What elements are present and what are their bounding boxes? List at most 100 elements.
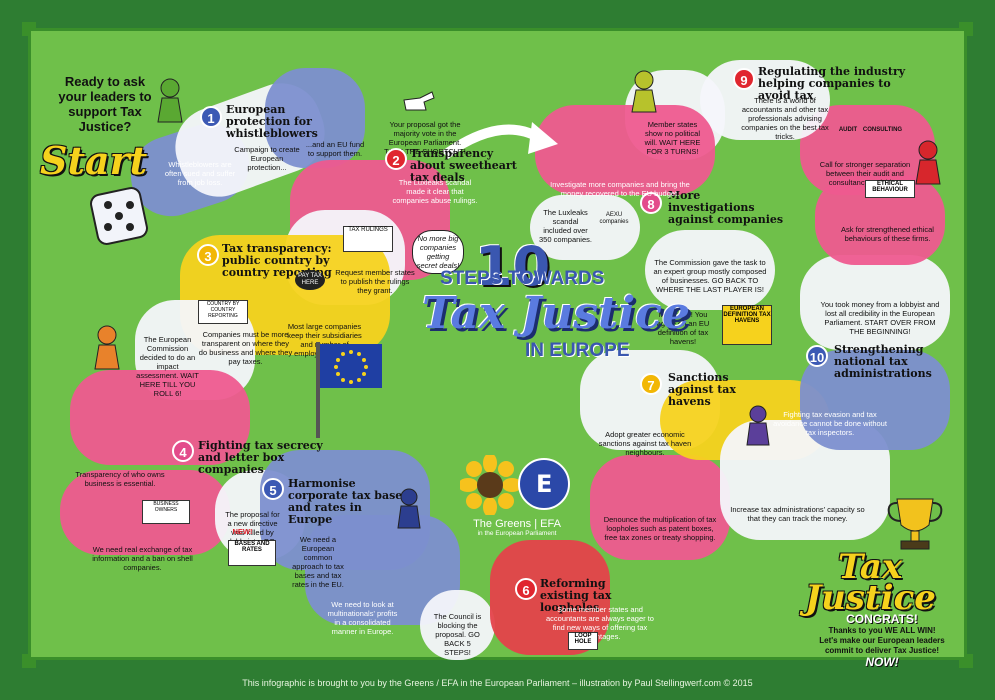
- tax-havens-book-icon: EUROPEAN DEFINITION TAX HAVENS: [722, 305, 772, 345]
- step-5-caption-a: We need a European common approach to ta…: [292, 535, 344, 589]
- loophole-sign: LOOP HOLE: [568, 632, 598, 650]
- expert-group-caption: The Commission gave the task to an exper…: [653, 258, 767, 294]
- ethical-behaviour-label: ETHICAL BEHAVIOUR: [872, 181, 908, 193]
- step-4-title: Fighting tax secrecy and letter box comp…: [198, 439, 323, 477]
- step-10-caption-b: Increase tax administrations' capacity s…: [730, 505, 865, 523]
- final-justice: Justice: [805, 577, 936, 618]
- step-7-caption-a: Adopt greater economic sanctions against…: [598, 430, 692, 457]
- step-6-title: Reforming existing tax loopholes: [540, 577, 612, 615]
- step-4-caption-a: Transparency of who owns business is ess…: [75, 470, 165, 488]
- commission-caption: The European Commission decided to do an…: [136, 335, 199, 398]
- tax-rulings-sign-label: TAX RULINGS: [348, 227, 388, 233]
- yellow-pawn-icon: [630, 70, 658, 121]
- step-6-caption-b: Denounce the multiplication of tax looph…: [603, 515, 717, 542]
- pay-tax-sign: PAY TAX HERE: [295, 270, 325, 291]
- major-win-caption: Major win! You agree on an EU definition…: [656, 310, 710, 346]
- business-owners-board: BUSINESS OWNERS: [142, 500, 190, 524]
- path-segment-8b: [530, 195, 640, 260]
- green-pawn-icon: [155, 78, 185, 131]
- pointing-hand-icon: [402, 88, 436, 119]
- greens-subtitle: in the European Parliament: [477, 530, 557, 537]
- trophy-icon: [885, 495, 945, 560]
- eu-flag-icon: [312, 340, 392, 445]
- step-6-number: 6: [515, 578, 537, 600]
- title-number: 10: [475, 235, 551, 298]
- step-1-number: 1: [200, 106, 222, 128]
- blue-pawn-icon: [396, 488, 422, 537]
- purple-pawn-icon: [745, 405, 771, 454]
- step-7-title: Sanctions against tax havens: [668, 371, 736, 409]
- step-9-caption-b: Call for stronger separation between the…: [819, 160, 911, 187]
- tax-havens-book-label: EUROPEAN DEFINITION TAX HAVENS: [723, 306, 771, 324]
- step-10-number: 10: [806, 345, 828, 367]
- cbcr-board-label: COUNTRY BY COUNTRY REPORTING: [206, 301, 240, 319]
- congrats-now: NOW!: [865, 655, 899, 670]
- step-4-caption-b: We need real exchange of tax information…: [92, 545, 193, 572]
- step-9-caption-a: There is a world of accountants and othe…: [741, 96, 829, 141]
- step-7-number: 7: [640, 373, 662, 395]
- step-10-caption-a: Fighting tax evasion and tax avoidance c…: [773, 410, 887, 437]
- loophole-sign-label: LOOP HOLE: [574, 633, 592, 645]
- tax-rulings-sign: TAX RULINGS: [343, 226, 393, 252]
- shortcut-arrow-icon: [442, 122, 558, 160]
- audit-label: AUDIT: [838, 127, 858, 133]
- step-9-number: 9: [733, 68, 755, 90]
- path-segment-money: [800, 255, 950, 350]
- final-tax: Tax: [837, 547, 903, 587]
- ethical-behaviour-sign: ETHICAL BEHAVIOUR: [865, 180, 915, 198]
- path-segment-8: [535, 105, 715, 195]
- title-steps: STEPS TOWARDS: [440, 268, 605, 289]
- greens-name: The Greens | EFA: [473, 518, 561, 530]
- step-5-caption-b: We need to look at multinationals' profi…: [327, 600, 398, 636]
- step-2-caption-b: Request member states to publish the rul…: [335, 268, 415, 295]
- sunflower-logo-icon: [458, 453, 522, 520]
- dice-icon[interactable]: [88, 185, 150, 252]
- start-label: Start: [40, 138, 148, 183]
- step-3-number: 3: [197, 244, 219, 266]
- path-segment-10: [800, 350, 950, 450]
- step-4-number: 4: [172, 440, 194, 462]
- final-tax-justice: Tax Justice: [805, 547, 936, 618]
- shortcut-caption: Your proposal got the majority vote in t…: [384, 120, 466, 156]
- orange-pawn-icon: [93, 325, 121, 378]
- intro-question: Ready to ask your leaders to support Tax…: [58, 74, 152, 134]
- step-8-docs: AEXU companies: [599, 212, 629, 226]
- greens-logo-text: The Greens | EFA in the European Parliam…: [462, 518, 572, 537]
- step-2-speech-bubble: No more big companies getting secret dea…: [412, 230, 464, 274]
- step-8-caption-b: Investigate more companies and bring the…: [550, 180, 690, 198]
- title-tax-justice: Tax Justice: [422, 288, 690, 339]
- step-2-title: Transparency about sweetheart tax deals: [410, 147, 517, 185]
- step-1-caption-a: Whistleblowers are often sued and suffer…: [164, 160, 236, 187]
- path-segment-council: [420, 590, 495, 660]
- business-owners-board-label: BUSINESS OWNERS: [153, 501, 179, 513]
- bases-rates-label: BASES AND RATES: [234, 541, 270, 553]
- efa-logo-icon: E: [518, 458, 570, 515]
- congrats-line1: Thanks to you WE ALL WIN!: [828, 626, 936, 636]
- step-1-title: European protection for whistleblowers: [226, 103, 318, 141]
- step-8-caption-a: The Luxleaks scandal included over 350 c…: [539, 208, 592, 244]
- svg-text:E: E: [536, 470, 552, 498]
- path-segment-1c: [265, 68, 365, 168]
- step-3-title: Tax transparency: public country by coun…: [222, 242, 332, 280]
- cbcr-board: COUNTRY BY COUNTRY REPORTING: [198, 300, 248, 324]
- new-label: NEW!: [232, 527, 253, 536]
- congrats-block: CONGRATS! Thanks to you WE ALL WIN! Let'…: [812, 612, 952, 670]
- bases-rates-sign: BASES AND RATES: [228, 540, 276, 566]
- consulting-label: CONSULTING: [862, 127, 903, 133]
- title-europe: IN EUROPE: [525, 340, 630, 361]
- council-caption: The Council is blocking the proposal. GO…: [433, 612, 482, 657]
- step-10-title: Strengthening national tax administratio…: [834, 343, 932, 381]
- step-2-number: 2: [385, 148, 407, 170]
- red-pawn-icon: [914, 140, 942, 193]
- step-8-title: More investigations against companies: [668, 189, 784, 227]
- money-caption: You took money from a lobbyist and lost …: [820, 300, 940, 336]
- path-segment-4a: [70, 370, 250, 465]
- step-5-number: 5: [262, 478, 284, 500]
- step-9-caption-c: Ask for strengthened ethical behaviours …: [841, 225, 934, 243]
- no-political-caption: Member states show no political will. WA…: [644, 120, 701, 156]
- congrats-heading: CONGRATS!: [846, 612, 918, 626]
- congrats-line2: Let's make our European leaders commit t…: [819, 635, 945, 655]
- footer-credit: This infographic is brought to you by th…: [242, 678, 753, 688]
- step-2-caption-a: The Luxleaks scandal made it clear that …: [392, 178, 478, 205]
- step-8-number: 8: [640, 192, 662, 214]
